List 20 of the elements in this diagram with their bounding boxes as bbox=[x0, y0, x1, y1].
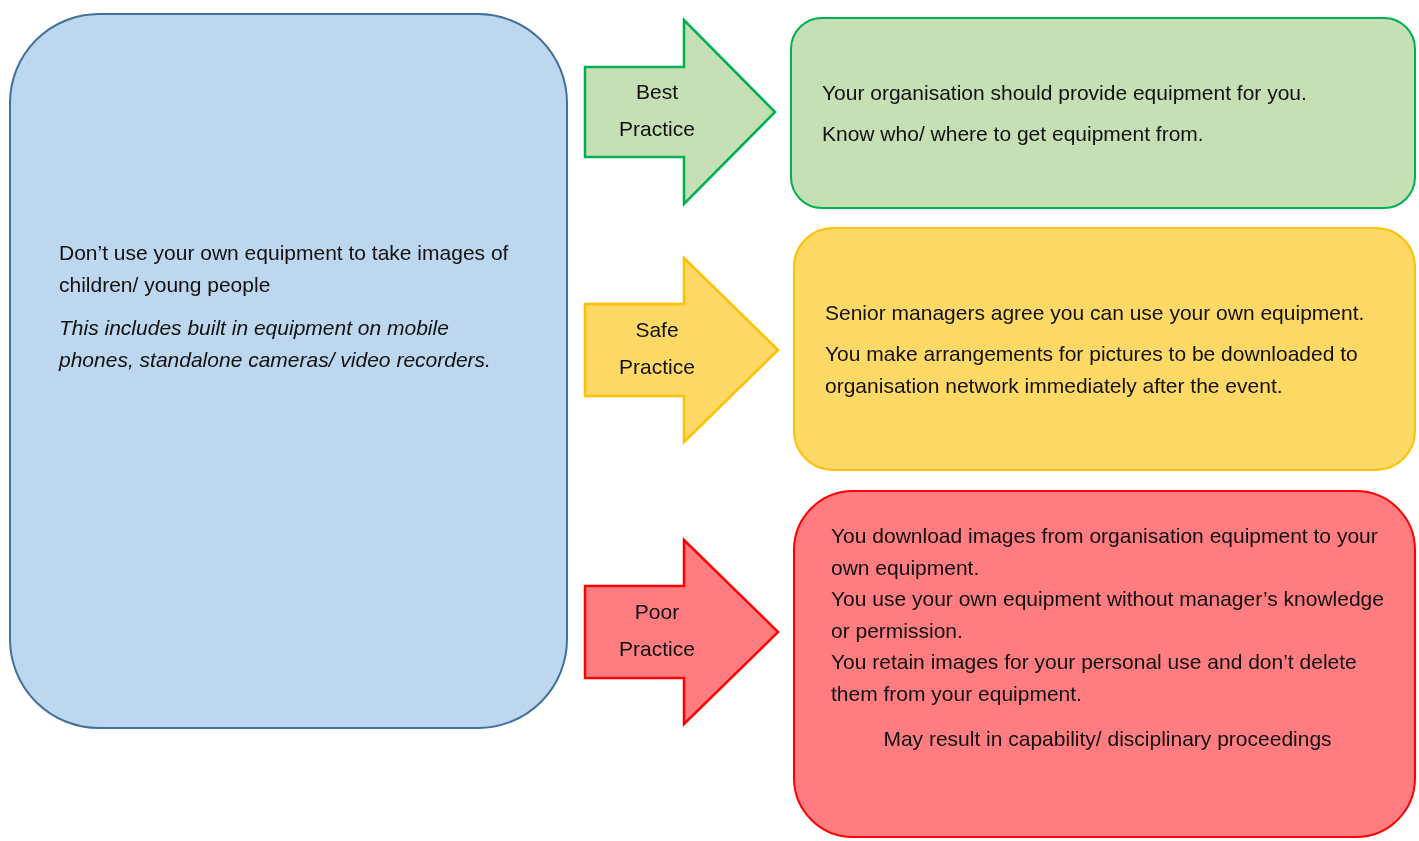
rounded-box bbox=[9, 13, 568, 729]
rounded-box bbox=[793, 227, 1416, 471]
box-text: You retain images for your personal use and don’t delete them from your equipment. bbox=[831, 649, 1358, 707]
box-text: Your organisation should provide equipment for you. bbox=[822, 79, 1308, 106]
box-text: You use your own equipment without manager’s knowledge or permission. bbox=[831, 586, 1384, 644]
edge-label: Best Practice bbox=[618, 79, 696, 142]
block-arrow bbox=[583, 16, 777, 208]
box-text: This includes built in equipment on mobile phones, standalone cameras/ video recorders. bbox=[59, 315, 492, 373]
edge-label: Safe Practice bbox=[618, 317, 696, 380]
rounded-box bbox=[793, 490, 1416, 838]
box-text: May result in capability/ disciplinary proceedings bbox=[882, 726, 1333, 752]
edge-label: Poor Practice bbox=[618, 599, 696, 662]
block-arrow bbox=[583, 537, 780, 727]
block-arrow bbox=[583, 255, 780, 445]
rounded-box bbox=[790, 17, 1416, 209]
box-text: You make arrangements for pictures to be downloaded to organisation network immediately after the event. bbox=[825, 341, 1359, 399]
box-text: Know who/ where to get equipment from. bbox=[822, 121, 1205, 147]
box-text: Don’t use your own equipment to take images of children/ young people bbox=[59, 240, 510, 298]
box-text: You download images from organisation equipment to your own equipment. bbox=[831, 523, 1379, 581]
box-text: Senior managers agree you can use your own equipment. bbox=[825, 299, 1366, 326]
